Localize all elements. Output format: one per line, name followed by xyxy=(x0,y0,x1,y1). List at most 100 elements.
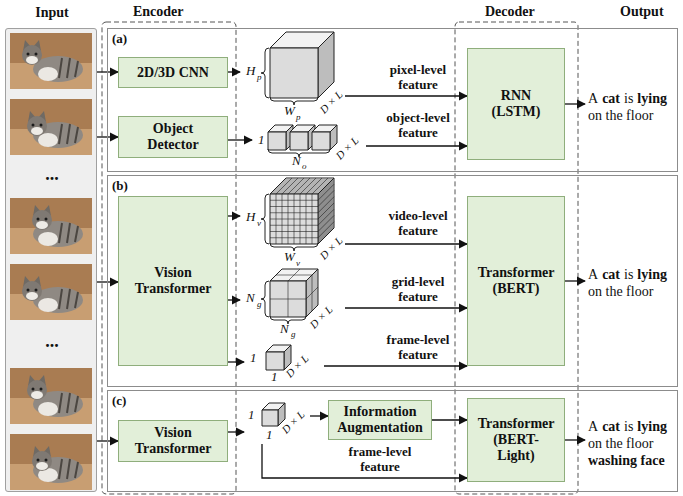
caption-word: cat xyxy=(602,90,620,107)
output-arrow xyxy=(565,439,585,440)
axis-label: N xyxy=(246,291,255,305)
box-label: Transformer (BERT) xyxy=(478,265,554,297)
connector-arrow xyxy=(432,419,467,420)
process-box: Vision Transformer xyxy=(118,420,228,462)
process-box: Vision Transformer xyxy=(118,196,228,366)
column-header: Input xyxy=(6,4,98,21)
panel-tag: (b) xyxy=(112,178,128,193)
feature-cube: HvWvD × L xyxy=(240,176,345,266)
caption-word: cat xyxy=(602,418,620,435)
panel-tag: (c) xyxy=(112,393,126,408)
feature-cube: 11D × L xyxy=(244,340,324,384)
feature-cube: HpWpD × L xyxy=(240,30,345,122)
caption-word: A xyxy=(588,266,598,283)
edge-label: video-level feature xyxy=(375,208,461,238)
feature-cube: NgNgD × L xyxy=(240,267,345,337)
axis-label: W xyxy=(284,104,295,118)
axis-label: v xyxy=(296,258,300,268)
caption-word: A xyxy=(588,418,598,435)
axis-label: p xyxy=(257,72,262,82)
column-header: Output xyxy=(620,3,664,20)
caption-word: on the floor xyxy=(588,107,653,124)
axis-label: g xyxy=(291,329,296,339)
caption-word: lying xyxy=(637,266,667,283)
axis-label: H xyxy=(246,210,255,224)
box-label: Vision Transformer xyxy=(135,425,212,457)
video-frame xyxy=(10,33,92,89)
video-frame xyxy=(10,434,92,490)
axis-label: p xyxy=(296,112,301,122)
caption-word: on the floor xyxy=(588,283,653,300)
caption-word: is xyxy=(624,90,633,107)
feature-cube: 1NoD × L xyxy=(252,122,366,168)
edge-label: pixel-level feature xyxy=(375,62,461,92)
ellipsis-mark: ... xyxy=(6,165,98,183)
caption-word: washing face xyxy=(588,452,665,469)
process-box: Object Detector xyxy=(118,116,228,158)
box-label: Information Augmentation xyxy=(337,404,423,436)
column-header: Decoder xyxy=(485,3,535,20)
box-label: Object Detector xyxy=(147,121,198,153)
process-box: Transformer (BERT-Light) xyxy=(467,398,565,482)
process-box: Transformer (BERT) xyxy=(467,196,565,366)
connector-arrow xyxy=(228,215,240,216)
caption-word: is xyxy=(624,266,633,283)
feature-cube: 11D × L xyxy=(244,398,310,444)
connector-arrow xyxy=(366,145,467,146)
box-label: RNN (LSTM) xyxy=(492,88,541,120)
video-frame xyxy=(10,368,92,424)
output-arrow xyxy=(565,280,585,281)
axis-label: 1 xyxy=(271,370,278,384)
edge-label: frame-level feature xyxy=(375,332,461,362)
connector-arrow xyxy=(262,444,467,478)
axis-label: H xyxy=(246,64,255,78)
connector-arrow xyxy=(345,243,467,244)
axis-label: N xyxy=(280,322,289,336)
caption-word: lying xyxy=(637,90,667,107)
axis-label: 1 xyxy=(248,408,255,422)
edge-label: object-level feature xyxy=(375,110,461,140)
connector-arrow xyxy=(228,299,240,300)
caption-word: on the floor xyxy=(588,435,653,452)
encoder-dashed-region xyxy=(102,22,236,494)
cube-figure xyxy=(240,267,345,337)
input-frames-panel: Input...... xyxy=(5,28,97,492)
ellipsis-mark: ... xyxy=(6,332,98,350)
box-label: Transformer (BERT-Light) xyxy=(478,416,554,464)
video-frame xyxy=(10,99,92,155)
connector-arrow xyxy=(345,307,467,308)
axis-label: 1 xyxy=(258,133,265,147)
input-ground xyxy=(5,28,97,492)
edge-label: grid-level feature xyxy=(375,274,461,304)
panel-tag: (a) xyxy=(112,31,127,46)
axis-label: 1 xyxy=(250,351,257,365)
axis-label: 1 xyxy=(266,428,273,442)
caption-word: A xyxy=(588,90,598,107)
output-arrow xyxy=(565,103,585,104)
process-box: 2D/3D CNN xyxy=(118,57,228,88)
connector-arrow xyxy=(228,361,244,362)
axis-label: W xyxy=(284,250,295,264)
column-header: Encoder xyxy=(133,3,184,20)
caption-word: is xyxy=(624,418,633,435)
axis-label: g xyxy=(257,299,262,309)
caption-word: cat xyxy=(602,266,620,283)
process-box: RNN (LSTM) xyxy=(467,48,565,160)
edge-label: frame-level feature xyxy=(337,444,423,474)
connector-arrow xyxy=(324,365,467,366)
video-frame xyxy=(10,264,92,320)
axis-label: N xyxy=(292,154,301,168)
connector-arrow xyxy=(310,415,328,416)
axis-label: v xyxy=(257,218,261,228)
video-frame xyxy=(10,198,92,254)
decoder-dashed-region xyxy=(455,22,578,494)
caption-word: lying xyxy=(637,418,667,435)
axis-label: o xyxy=(302,161,307,171)
box-label: 2D/3D CNN xyxy=(137,65,209,81)
connector-arrow xyxy=(228,431,244,432)
connector-arrow xyxy=(228,139,252,140)
box-label: Vision Transformer xyxy=(135,265,212,297)
connector-arrow xyxy=(345,95,467,96)
connector-arrow xyxy=(228,71,240,72)
process-box: Information Augmentation xyxy=(328,400,432,440)
